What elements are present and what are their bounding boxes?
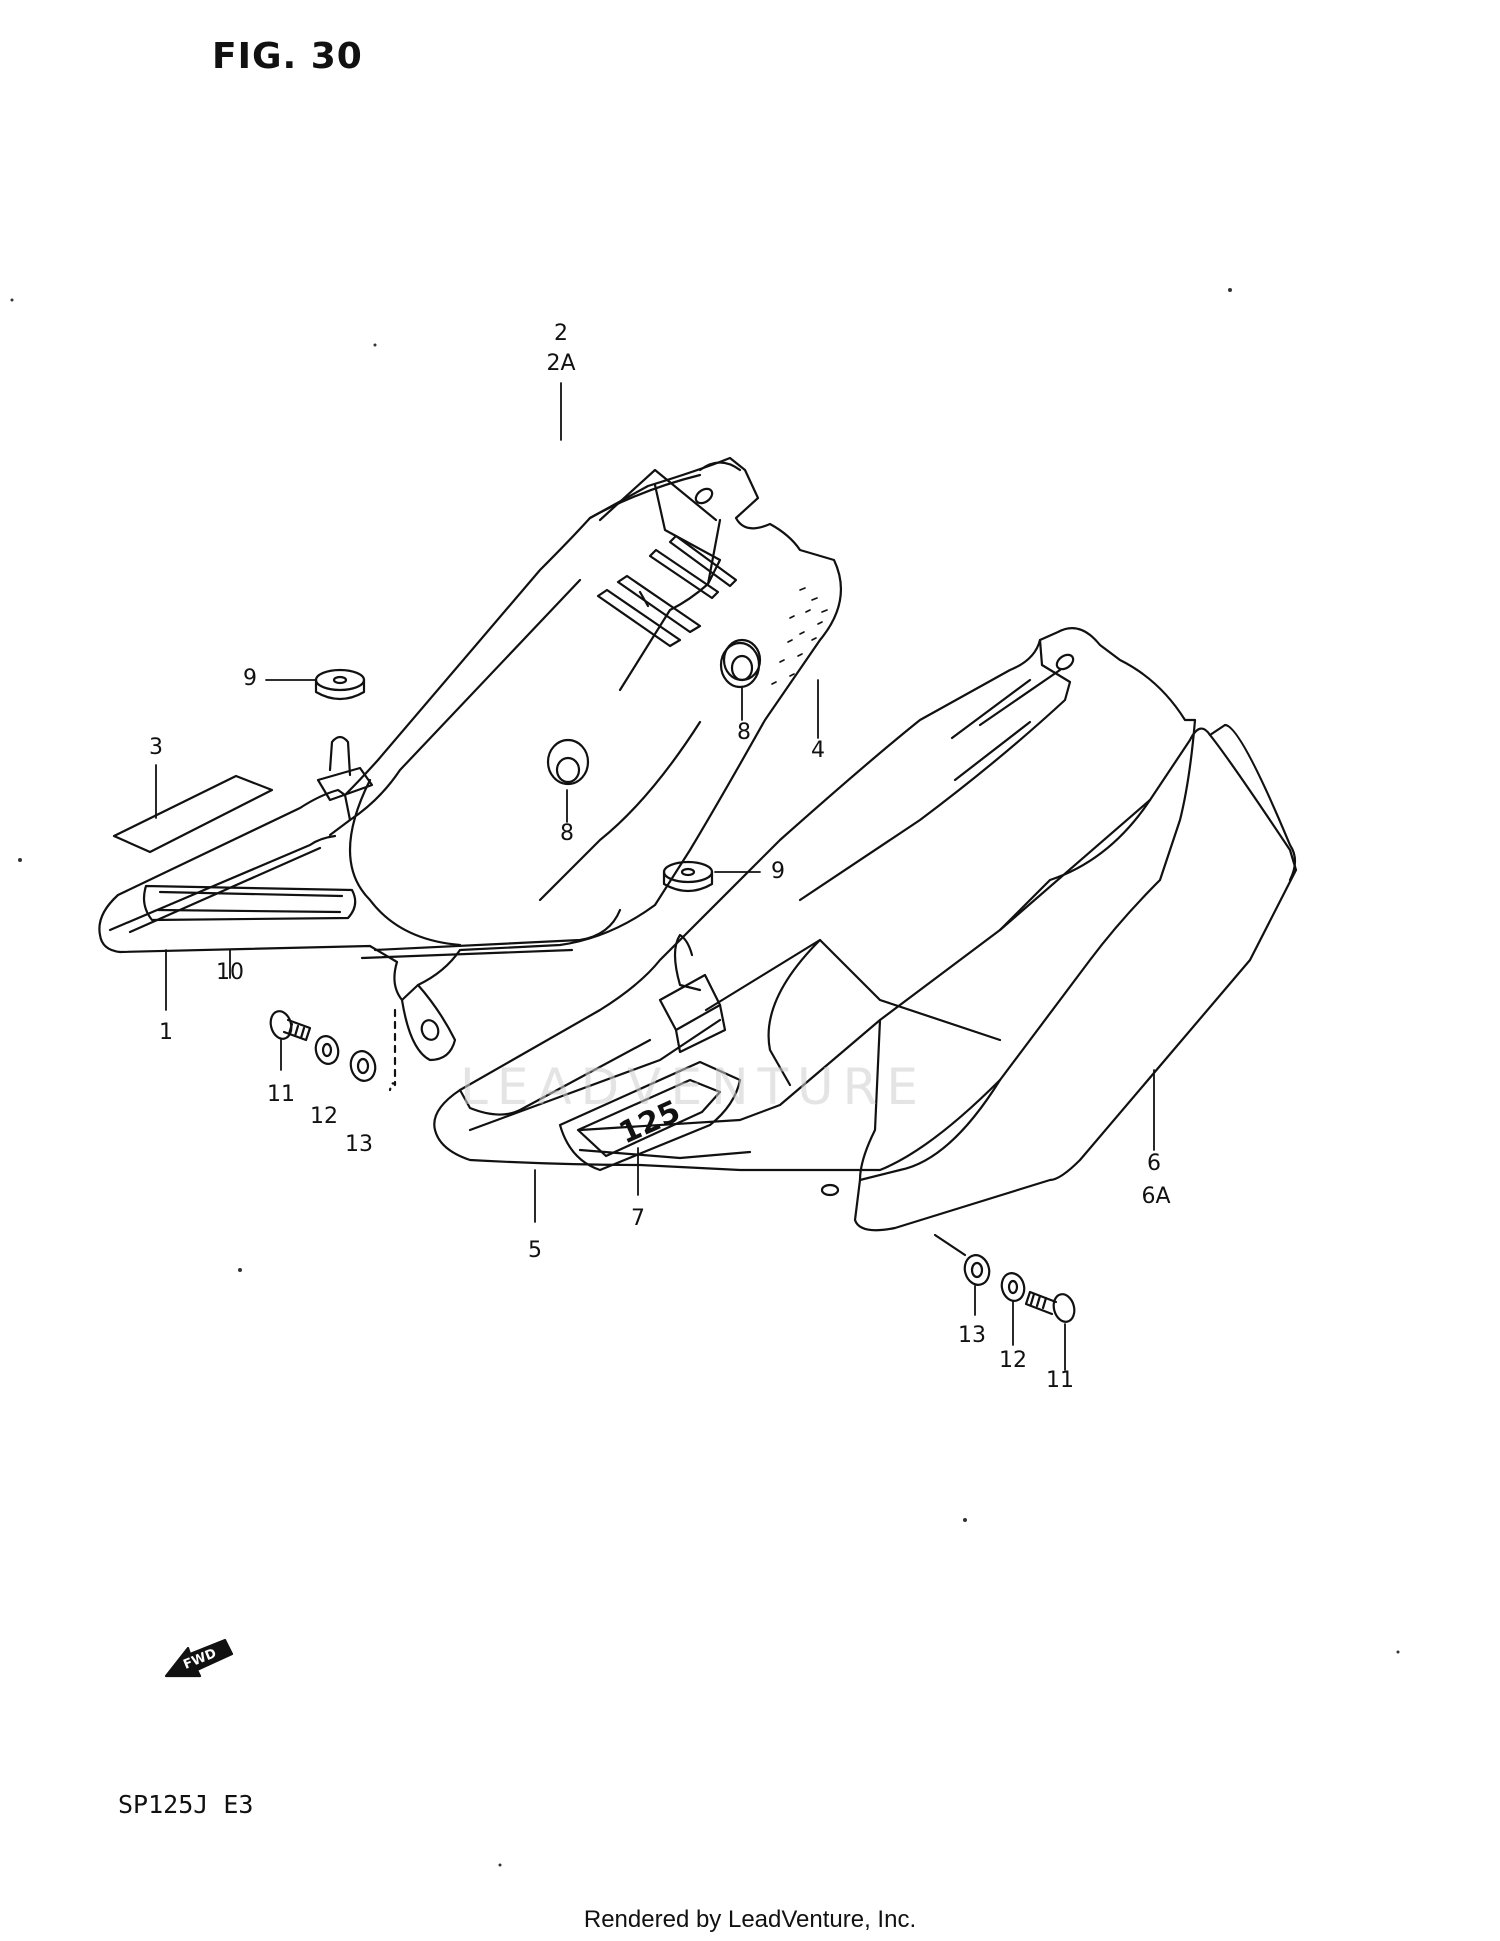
figure-title: FIG. 30 — [212, 36, 363, 77]
emblem-3 — [112, 774, 274, 854]
callout-1: 1 — [159, 1020, 173, 1045]
callout-5: 5 — [528, 1238, 542, 1263]
footer-credit: Rendered by LeadVenture, Inc. — [583, 1906, 917, 1933]
washer-12-right — [1000, 1272, 1026, 1302]
nut-13-right — [963, 1254, 991, 1286]
nut-13-left — [349, 1050, 377, 1082]
callout-8-left: 8 — [560, 821, 574, 846]
washer-12-left — [314, 1035, 340, 1065]
callout-7: 7 — [631, 1206, 645, 1231]
callout-3: 3 — [149, 735, 163, 760]
right-frame-cover — [433, 627, 1298, 1232]
grommet-8-right — [719, 641, 761, 689]
left-frame-cover — [98, 456, 842, 1062]
callout-11-left: 11 — [267, 1082, 295, 1107]
callout-2: 2 — [554, 321, 568, 346]
callout-10: 10 — [216, 960, 244, 985]
callout-12-right: 12 — [999, 1348, 1027, 1373]
callout-6a: 6A — [1141, 1184, 1171, 1209]
model-code: SP125J E3 — [118, 1790, 254, 1819]
callout-6: 6 — [1147, 1151, 1161, 1176]
callout-13-left: 13 — [345, 1132, 373, 1157]
fwd-arrow-icon — [164, 1638, 234, 1678]
watermark: LEADVENTURE — [460, 1058, 927, 1116]
callout-13-right: 13 — [958, 1323, 986, 1348]
callout-9-bottom: 9 — [771, 859, 785, 884]
leader-lines — [155, 382, 1155, 1371]
callout-8-right: 8 — [737, 720, 751, 745]
callout-2a: 2A — [546, 351, 576, 376]
screw-11-left — [269, 1010, 312, 1042]
grommet-9-top — [314, 668, 366, 701]
callout-11-right: 11 — [1046, 1368, 1074, 1393]
grommet-9-bottom — [662, 860, 714, 893]
screw-11-right — [1024, 1290, 1076, 1323]
callout-9-top: 9 — [243, 666, 257, 691]
callout-4: 4 — [811, 738, 825, 763]
callout-12-left: 12 — [310, 1104, 338, 1129]
